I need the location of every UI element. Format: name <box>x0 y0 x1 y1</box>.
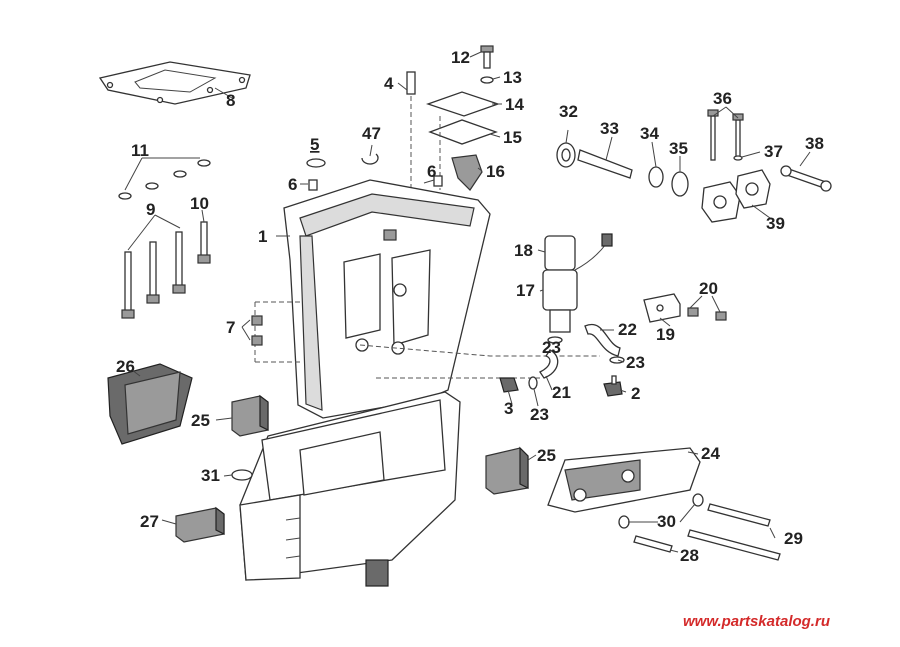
callout-1: 1 <box>258 227 267 246</box>
sleeve-part-33 <box>577 149 633 179</box>
bolts-part-9-10 <box>121 221 211 319</box>
washer-part-13 <box>480 76 494 84</box>
bolt-part-12 <box>480 45 494 69</box>
callout-26: 26 <box>116 357 135 376</box>
callout-8: 8 <box>226 91 235 110</box>
callout-29: 29 <box>784 529 803 548</box>
clamp-part-23-a <box>547 336 563 344</box>
callout-12: 12 <box>451 48 470 67</box>
callout-13: 13 <box>503 68 522 87</box>
washer-part-5 <box>306 158 326 168</box>
bolt-part-29 <box>687 503 781 561</box>
washer-part-34 <box>648 166 664 188</box>
callout-2: 2 <box>631 384 640 403</box>
washers-part-11 <box>118 159 211 200</box>
plug-part-7-upper <box>251 315 263 326</box>
callout-4: 4 <box>384 74 394 93</box>
fitting-part-4 <box>406 71 416 195</box>
callout-32: 32 <box>559 102 578 121</box>
washers-part-30 <box>618 493 704 529</box>
rubber-mount-part-25-left <box>231 394 269 437</box>
callout-31: 31 <box>201 466 220 485</box>
rubber-mounts-part-39 <box>701 169 771 223</box>
callout-34: 34 <box>640 124 659 143</box>
washer-part-35 <box>671 171 689 197</box>
fitting-part-2 <box>603 375 623 397</box>
bracket-part-19 <box>643 293 681 323</box>
lower-mount-bracket-part-24 <box>547 447 701 513</box>
callout-15: 15 <box>503 128 522 147</box>
dowel-part-6-right <box>433 175 443 187</box>
dowel-part-6-left <box>308 179 318 191</box>
screws-part-20 <box>687 307 727 321</box>
callout-10: 10 <box>190 194 209 213</box>
callout-33: 33 <box>600 119 619 138</box>
clip-part-47 <box>361 153 379 165</box>
block-part-27 <box>175 506 225 543</box>
callout-35: 35 <box>669 139 688 158</box>
callout-18: 18 <box>514 241 533 260</box>
rubber-mount-part-25-right <box>485 446 529 495</box>
clamp-part-23-c <box>528 376 538 390</box>
callout-23-c: 23 <box>530 405 549 424</box>
gasket-part-8 <box>98 61 251 105</box>
callout-27: 27 <box>140 512 159 531</box>
callout-30: 30 <box>657 512 676 531</box>
callout-7: 7 <box>226 318 235 337</box>
callout-39: 39 <box>766 214 785 233</box>
clamp-part-23-b <box>609 356 625 364</box>
callout-25-right: 25 <box>537 446 556 465</box>
filter-part-17-18 <box>542 233 613 333</box>
callout-47: 47 <box>362 124 381 143</box>
callout-22: 22 <box>618 320 637 339</box>
callout-17: 17 <box>516 281 535 300</box>
callout-23-b: 23 <box>626 353 645 372</box>
callout-21: 21 <box>552 383 571 402</box>
callout-20: 20 <box>699 279 718 298</box>
washer-part-31 <box>231 469 253 481</box>
callout-36: 36 <box>713 89 732 108</box>
callout-28: 28 <box>680 546 699 565</box>
hose-part-21 <box>539 349 559 379</box>
callout-6-right: 6 <box>427 162 436 181</box>
screen-part-16 <box>451 154 483 191</box>
callout-19: 19 <box>656 325 675 344</box>
gasket-part-15 <box>428 119 498 145</box>
watermark-text: www.partskatalog.ru <box>683 613 830 630</box>
callout-9: 9 <box>146 200 155 219</box>
lower-exhaust-housing <box>239 391 461 587</box>
bolt-part-28 <box>633 535 673 553</box>
callout-6-left: 6 <box>288 175 297 194</box>
callout-3: 3 <box>504 399 513 418</box>
link-part-38 <box>780 165 832 192</box>
callout-25-left: 25 <box>191 411 210 430</box>
callout-24: 24 <box>701 444 720 463</box>
callout-11: 11 <box>131 141 149 160</box>
callout-38: 38 <box>805 134 824 153</box>
fitting-part-3 <box>499 377 519 393</box>
hose-part-22 <box>584 323 621 357</box>
callout-14: 14 <box>505 95 524 114</box>
callout-37: 37 <box>764 142 783 161</box>
cover-part-14 <box>425 91 501 117</box>
callout-5: 5 <box>310 135 319 154</box>
washer-part-37 <box>733 155 743 161</box>
bushing-part-32 <box>556 142 576 168</box>
driveshaft-housing-part-1 <box>283 179 491 419</box>
plug-part-7-lower <box>251 335 263 346</box>
mount-bracket-part-26 <box>107 363 193 445</box>
callout-23-a: 23 <box>542 338 561 357</box>
callout-16: 16 <box>486 162 505 181</box>
